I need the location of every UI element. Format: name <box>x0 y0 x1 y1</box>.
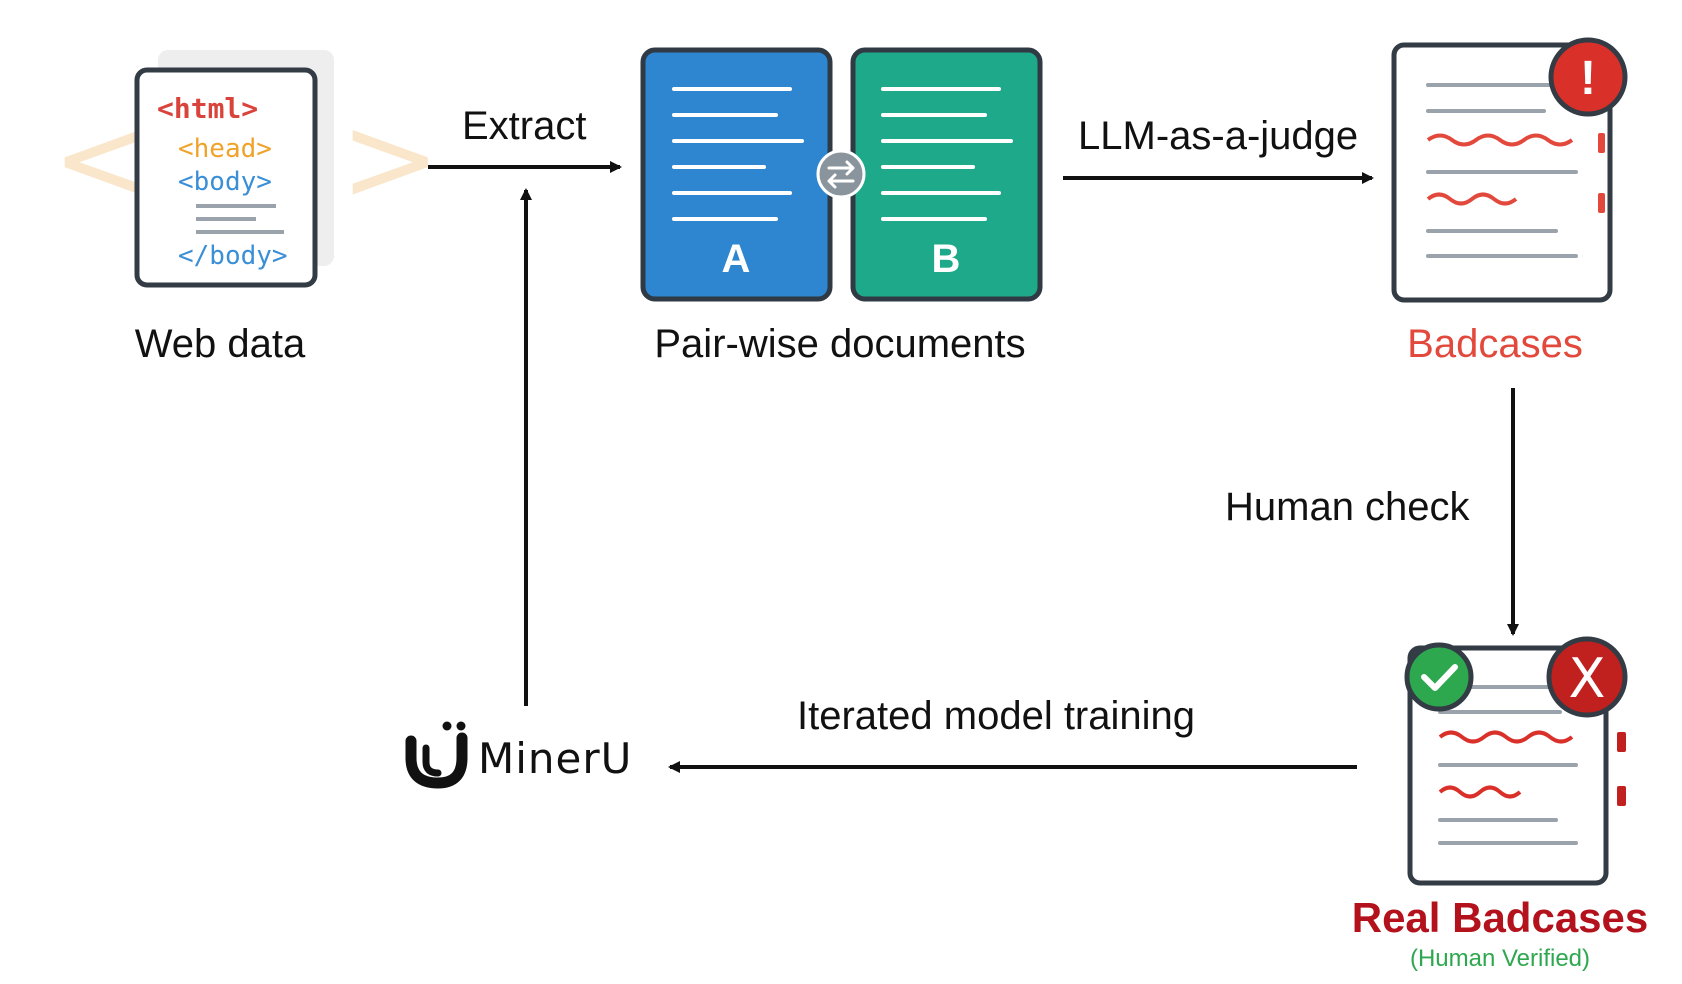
error-marker <box>1598 193 1605 213</box>
code-body-close-tag: </body> <box>178 241 288 271</box>
error-marker <box>1598 133 1605 153</box>
error-squiggle <box>1438 785 1522 799</box>
svg-text:!: ! <box>1580 52 1596 105</box>
iterated-training-label: Iterated model training <box>797 694 1196 738</box>
swap-icon <box>816 149 866 199</box>
svg-text:X: X <box>1569 647 1606 710</box>
real-badcases-node: X <box>1404 636 1628 886</box>
pair-documents-label: Pair-wise documents <box>654 322 1026 366</box>
check-icon <box>1404 642 1474 712</box>
human-check-label: Human check <box>1225 485 1470 529</box>
code-head-tag: <head> <box>178 134 272 164</box>
web-data-node: < > <html> <head> <body> </body> <box>52 50 441 288</box>
error-squiggle <box>1426 133 1574 147</box>
error-marker <box>1617 786 1626 806</box>
real-badcases-label: Real Badcases <box>1351 894 1649 941</box>
doc-a-lines <box>672 87 804 221</box>
doc-a-letter: A <box>722 237 751 281</box>
mineru-logo-icon <box>405 721 468 789</box>
badcases-node: ! <box>1391 37 1628 303</box>
error-squiggle <box>1438 730 1574 744</box>
web-data-label: Web data <box>134 322 306 366</box>
code-body-tag: <body> <box>178 167 272 197</box>
alert-icon: ! <box>1548 37 1628 117</box>
badcases-label: Badcases <box>1407 322 1583 366</box>
right-angle-bracket-icon: > <box>340 90 441 229</box>
error-marker <box>1617 732 1626 752</box>
real-badcases-doc-lines <box>1438 685 1578 845</box>
extract-label: Extract <box>462 104 587 148</box>
doc-b-lines <box>881 87 1013 221</box>
badcases-doc-lines <box>1426 83 1578 258</box>
mineru-label: MinerU <box>478 734 633 783</box>
reject-icon: X <box>1546 636 1628 718</box>
llm-judge-label: LLM-as-a-judge <box>1078 114 1359 158</box>
doc-b-letter: B <box>932 237 961 281</box>
human-verified-label: (Human Verified) <box>1409 945 1591 972</box>
code-html-tag: <html> <box>157 92 258 125</box>
error-squiggle <box>1426 192 1518 206</box>
pair-documents-node: A B <box>640 47 1043 302</box>
